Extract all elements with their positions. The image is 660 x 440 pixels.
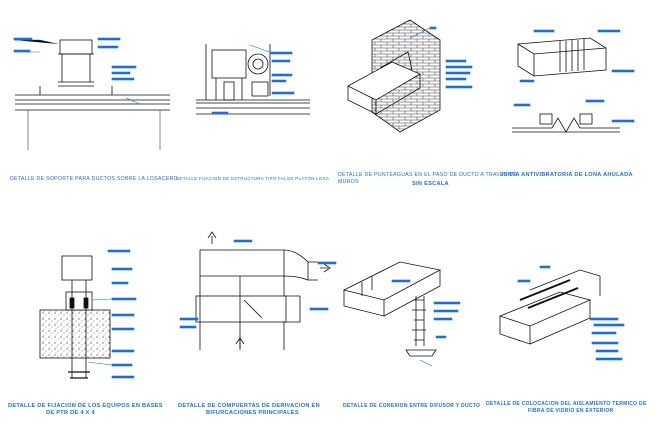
caption-duct-support: DETALLE DE SOPORTE PARA DUCTOS SOBRE LA … [10,176,178,182]
detail6-callouts [179,239,337,329]
caption-equipment-base-line2: DE PTR DE 4 X 4 [46,410,95,416]
detail-wall-pass [347,19,441,133]
detail5-callouts [87,249,137,379]
caption-wall-pass-line2: MUROS [338,179,359,185]
detail-diffuser-connection [342,261,442,357]
caption-flex-joint: JUNTA ANTIVIBRATORIA DE LONA AHULADA [500,172,633,178]
detail-equipment-base [39,255,111,379]
caption-wall-pass: DETALLE DE PUNTEAGUAS EN EL PASO DE DUCT… [338,172,518,178]
caption-branch-dampers: DETALLE DE COMPUERTAS DE DERIVACION EN [178,403,320,409]
detail-flex-joint [512,37,620,133]
detail7-callouts [391,279,461,367]
caption-wall-pass-scale: SIN ESCALA [412,181,449,187]
detail4-callouts [513,29,635,123]
caption-ceiling-fixing: DETALLE FIJACION DE ESTRUCTURA TIPO FALS… [176,176,330,181]
caption-branch-dampers-line2: BIFURCACIONES PRINCIPALES [206,410,299,416]
detail1-callouts [13,37,141,105]
detail-branch-dampers [195,249,318,350]
detail-duct-support [15,39,170,150]
detail-insulation [498,269,601,345]
detail8-callouts [517,265,625,361]
caption-equipment-base: DETALLE DE FIJACION DE LOS EQUIPOS EN BA… [8,403,163,409]
detail6-arrows [207,231,331,348]
caption-insulation-line2: FIBRA DE VIDRIO EN EXTERIOR [528,408,614,414]
caption-diffuser-connection: DETALLE DE CONEXION ENTRE DIFUSOR Y DUCT… [343,403,481,409]
detail2-callouts [211,44,295,115]
caption-insulation: DETALLE DE COLOCACION DEL AISLAMIENTO TE… [486,401,647,407]
detail3-callouts [409,26,473,89]
detail-ceiling-fixing [196,44,310,115]
